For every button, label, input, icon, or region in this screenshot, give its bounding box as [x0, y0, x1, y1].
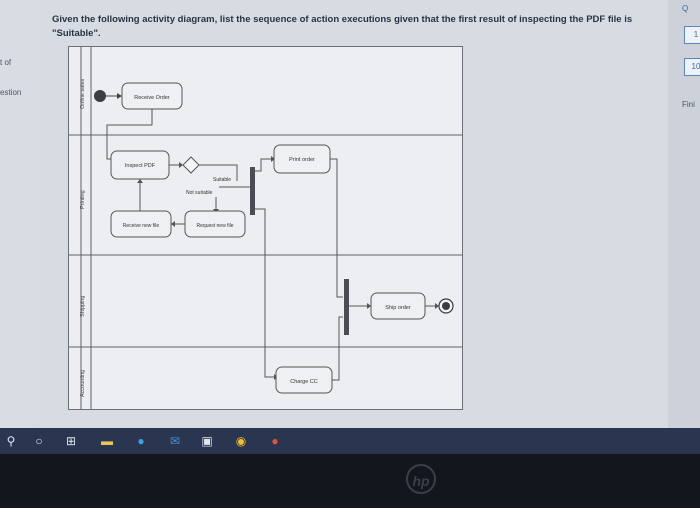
decision-node	[182, 156, 200, 174]
label-charge-cc: Charge CC	[290, 379, 318, 385]
initial-node	[94, 90, 106, 102]
right-top-letter: Q	[682, 4, 689, 13]
search-icon[interactable]: ⚲	[6, 434, 16, 448]
question-nav-button-10[interactable]: 10	[684, 58, 700, 76]
store-icon[interactable]: ▣	[201, 434, 213, 448]
mail-icon[interactable]: ✉	[169, 434, 181, 448]
label-print-order: Print order	[289, 157, 315, 163]
powerpoint-icon[interactable]: ●	[271, 434, 279, 448]
right-panel: Q 1 10 Fini	[668, 0, 700, 428]
label-receive-order: Receive Order	[134, 95, 170, 101]
chrome-icon[interactable]: ◉	[235, 434, 247, 448]
left-label-1: t of	[0, 58, 12, 67]
question-text: Given the following activity diagram, li…	[52, 14, 633, 39]
file-explorer-icon[interactable]: ▬	[101, 434, 113, 448]
lane-online-sales: Online sales	[80, 78, 86, 109]
fork-bar-1	[250, 167, 255, 215]
hp-logo: hp	[406, 464, 436, 494]
guard-suitable: Suitable	[213, 177, 231, 183]
left-panel: t of estion	[0, 0, 38, 428]
screen: t of estion Given the following activity…	[0, 0, 700, 428]
task-view-icon[interactable]: ○	[35, 434, 43, 448]
edge-icon[interactable]: ●	[137, 434, 145, 448]
activity-diagram: Online sales Printing Shipping Accountin…	[68, 46, 463, 410]
left-label-2: estion	[0, 88, 22, 97]
activity-diagram-svg: Online sales Printing Shipping Accountin…	[69, 47, 462, 409]
laptop-bezel	[0, 454, 700, 508]
guard-not-suitable: Not suitable	[186, 190, 213, 196]
lane-printing: Printing	[80, 190, 86, 209]
label-request-new-file: Request new file	[197, 223, 234, 229]
question-nav-button-1[interactable]: 1	[684, 26, 700, 44]
widgets-icon[interactable]: ⊞	[65, 434, 77, 448]
lane-shipping: Shipping	[80, 296, 86, 317]
join-bar	[344, 279, 349, 335]
taskbar: ⚲ ○ ⊞ ▬ ● ✉ ▣ ◉ ●	[0, 428, 700, 454]
label-receive-new-file: Receive new file	[123, 223, 160, 229]
label-inspect-pdf: Inspect PDF	[125, 163, 156, 169]
finish-link[interactable]: Fini	[682, 100, 695, 109]
label-ship-order: Ship order	[385, 305, 411, 311]
lane-accounting: Accounting	[80, 370, 86, 397]
